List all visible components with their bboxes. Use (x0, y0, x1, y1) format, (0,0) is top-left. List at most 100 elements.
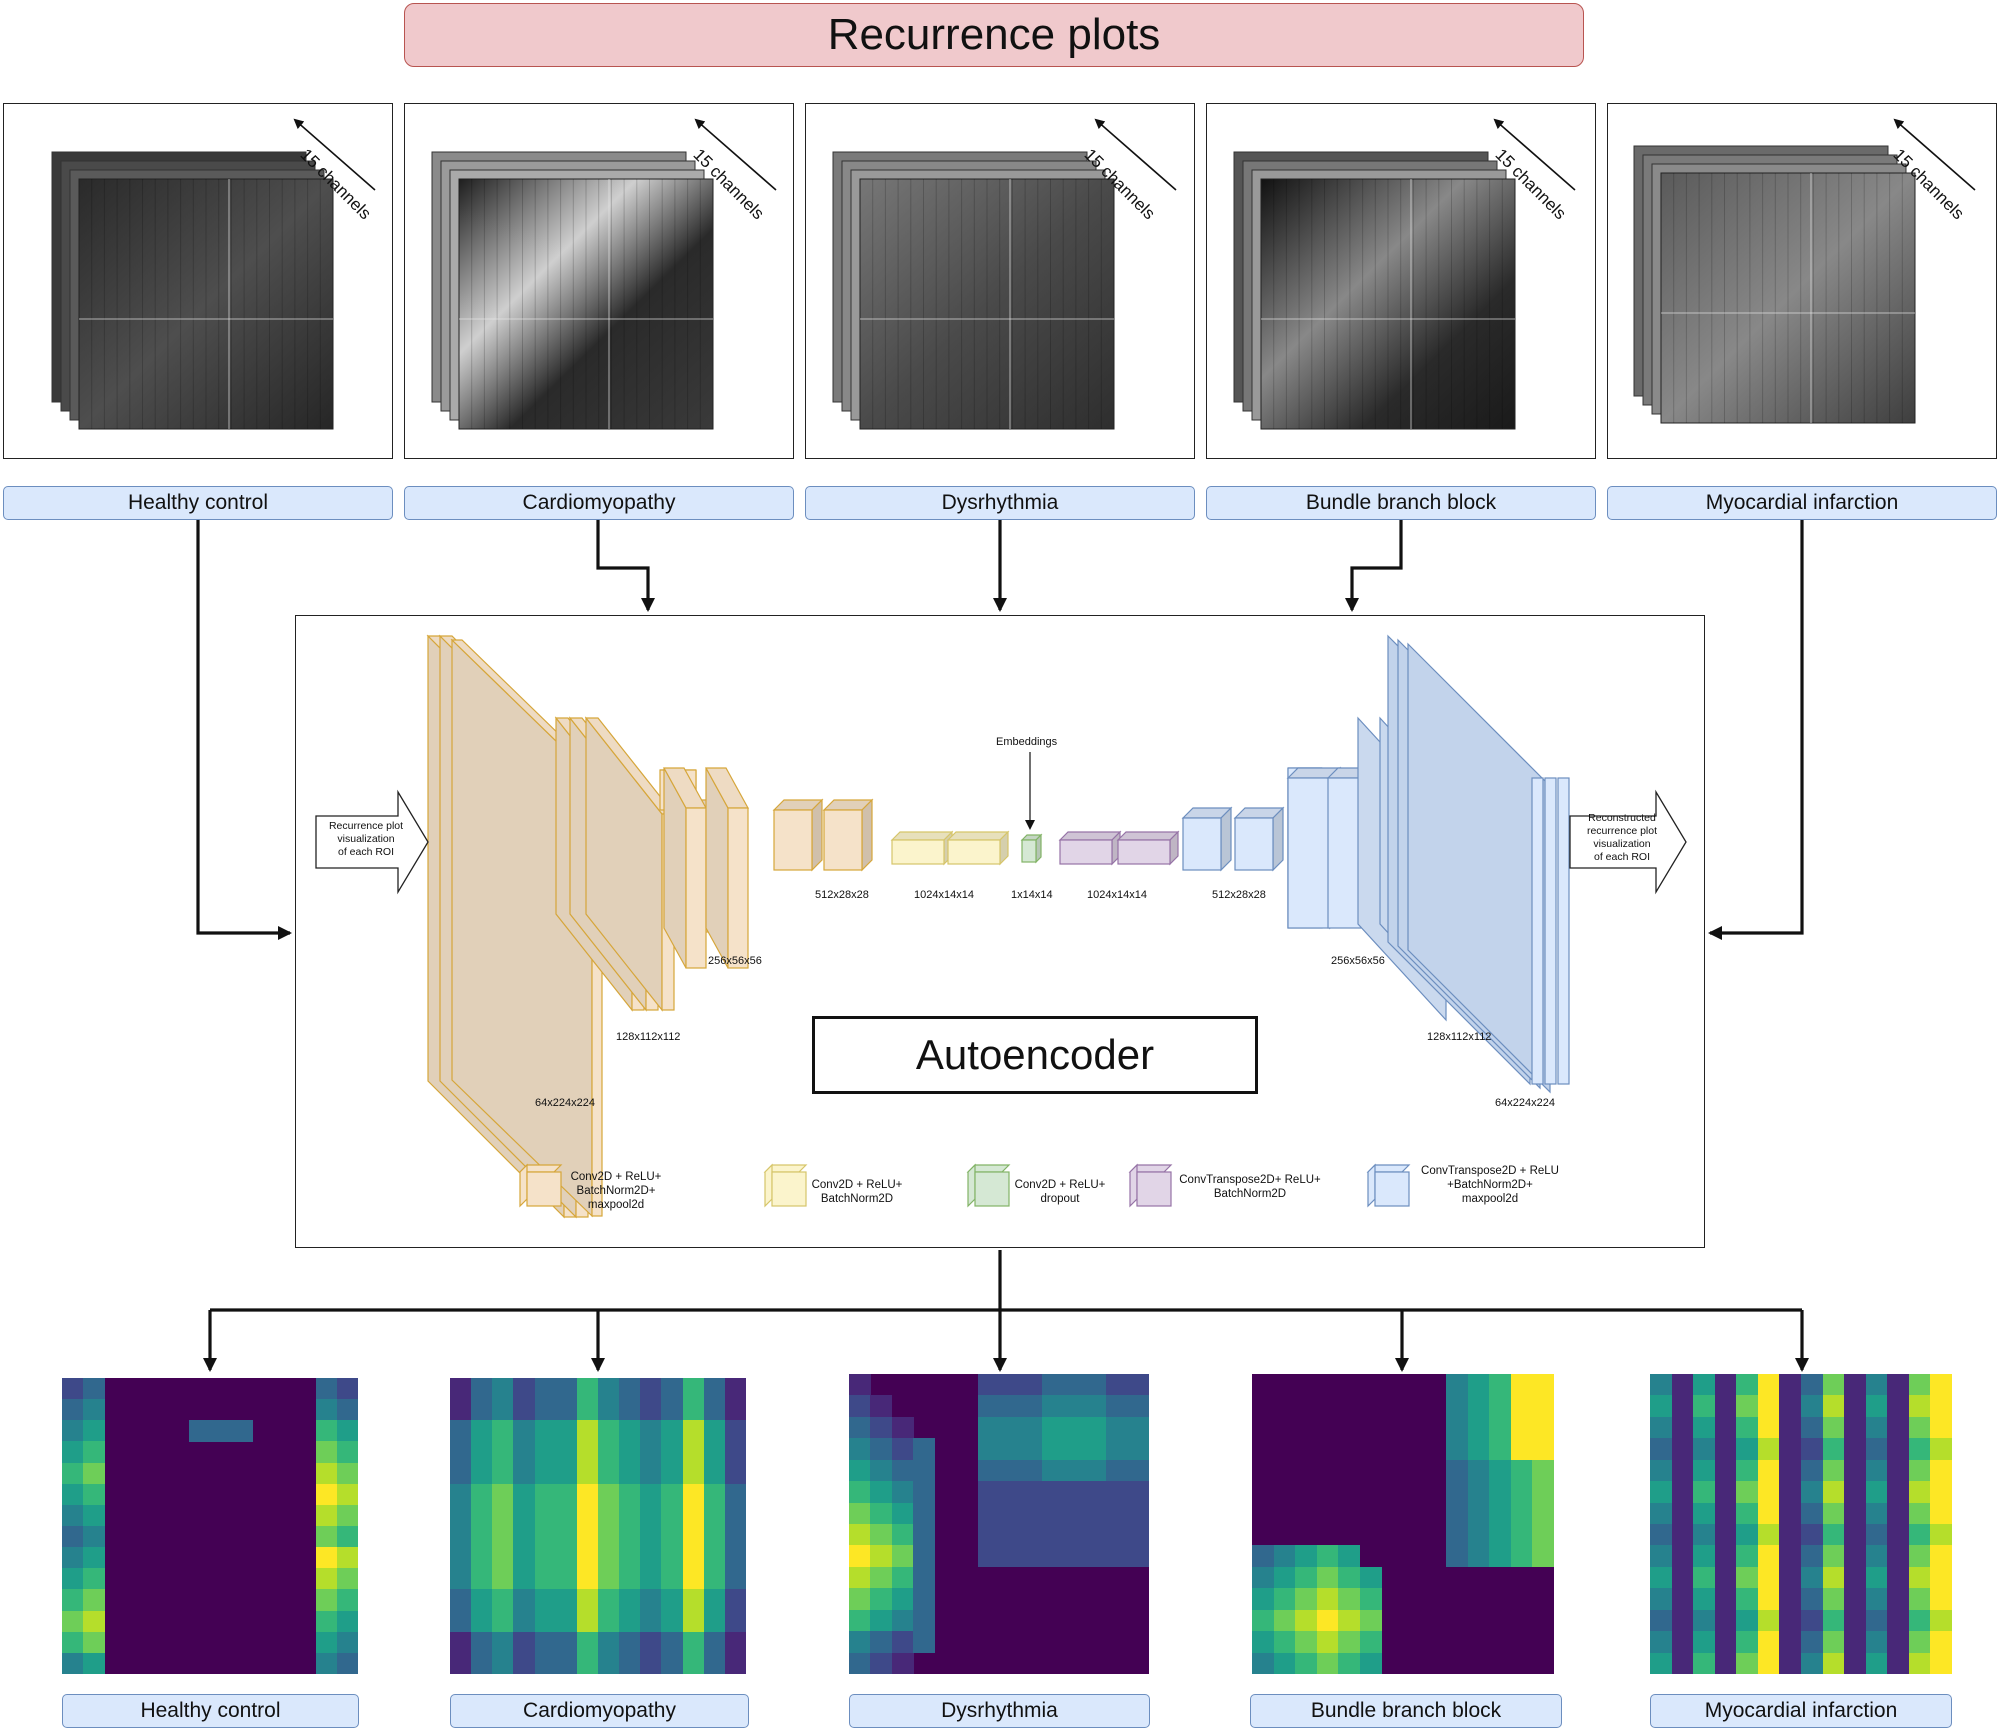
heatmap-cell (534, 1589, 557, 1612)
heatmap-cell (534, 1399, 557, 1421)
heatmap-cell (471, 1631, 493, 1654)
heatmap-cell (492, 1547, 515, 1569)
heatmap-cell (1041, 1416, 1064, 1439)
heatmap-cell (1295, 1588, 1318, 1611)
heatmap-cell (513, 1589, 536, 1612)
heatmap-cell (1908, 1438, 1931, 1461)
heatmap-cell (598, 1526, 620, 1548)
heatmap-cell (619, 1378, 641, 1400)
heatmap-cell (336, 1462, 358, 1485)
heatmap-cell (1650, 1631, 1673, 1654)
heatmap-cell (492, 1652, 515, 1674)
heatmap-cell (576, 1378, 599, 1400)
heatmap-cell (492, 1631, 515, 1654)
heatmap-cell (336, 1547, 358, 1569)
heatmap-cell (576, 1652, 599, 1674)
heatmap-cell (1779, 1545, 1802, 1568)
heatmap-cell (598, 1504, 620, 1527)
heatmap-cell (555, 1631, 578, 1654)
legend-icon-side (1129, 1163, 1138, 1208)
heatmap-cell (1822, 1438, 1845, 1461)
autoencoder-title: Autoencoder (812, 1016, 1258, 1094)
heatmap-cell (977, 1395, 1000, 1418)
heatmap-cell (1532, 1502, 1554, 1525)
heatmap-cell (1779, 1502, 1802, 1525)
heatmap-cell (977, 1459, 1000, 1482)
heatmap-cell (1865, 1545, 1888, 1568)
heatmap-cell (1693, 1459, 1716, 1482)
heatmap-cell (661, 1547, 684, 1569)
heatmap-cell (1757, 1631, 1780, 1654)
heatmap-cell (534, 1652, 557, 1674)
heatmap-cell (1467, 1481, 1490, 1504)
legend-line: Conv2D + ReLU+ (1014, 1179, 1106, 1191)
heatmap-cell (1338, 1631, 1361, 1654)
heatmap-cell (1779, 1631, 1802, 1654)
heatmap-cell (1671, 1502, 1694, 1525)
heatmap-cell (1779, 1524, 1802, 1547)
heatmap-cell (1650, 1459, 1673, 1482)
heatmap-cell (1532, 1374, 1554, 1397)
heatmap-cell (62, 1631, 84, 1654)
heatmap-cell (1779, 1652, 1802, 1674)
embedding-heatmap-dysrhythmia (849, 1374, 1149, 1674)
heatmap-cell (1084, 1524, 1107, 1547)
heatmap-cell (1084, 1545, 1107, 1568)
heatmap-cell (1650, 1374, 1673, 1397)
dec4-box-a-side (1220, 806, 1232, 872)
dec5-box-a-front (1059, 839, 1113, 865)
heatmap-cell (513, 1462, 536, 1485)
heatmap-cell (576, 1610, 599, 1633)
heatmap-cell (1736, 1631, 1759, 1654)
heatmap-cell (555, 1504, 578, 1527)
dec1-front-a (1531, 777, 1544, 1085)
rp-front-layer (1260, 178, 1516, 430)
heatmap-cell (849, 1524, 872, 1547)
heatmap-cell (1801, 1502, 1824, 1525)
heatmap-cell (1338, 1652, 1361, 1674)
heatmap-cell (1757, 1438, 1780, 1461)
heatmap-cell (619, 1483, 641, 1506)
heatmap-cell (1714, 1459, 1737, 1482)
heatmap-cell (1650, 1588, 1673, 1611)
heatmap-cell (62, 1378, 84, 1400)
heatmap-cell (870, 1524, 893, 1547)
top-label-dysrhythmia: Dysrhythmia (805, 486, 1195, 520)
heatmap-cell (1930, 1652, 1952, 1674)
output-block-arrow (1569, 789, 1687, 895)
heatmap-cell (1930, 1459, 1952, 1482)
heatmap-cell (1338, 1566, 1361, 1589)
heatmap-cell (1359, 1588, 1382, 1611)
heatmap-cell (1822, 1524, 1845, 1547)
heatmap-cell (1359, 1652, 1382, 1674)
heatmap-cell (1671, 1524, 1694, 1547)
heatmap-cell (1693, 1609, 1716, 1632)
heatmap-cell (1671, 1438, 1694, 1461)
embedding-heatmap-myocardial-infarction (1650, 1374, 1952, 1674)
heatmap-cell (1865, 1502, 1888, 1525)
heatmap-cell (913, 1566, 936, 1589)
heatmap-cell (598, 1547, 620, 1569)
heatmap-cell (1650, 1566, 1673, 1589)
heatmap-cell (1779, 1481, 1802, 1504)
heatmap-cell (1510, 1459, 1533, 1482)
heatmap-cell (1084, 1459, 1107, 1482)
heatmap-cell (724, 1547, 746, 1569)
heatmap-cell (1930, 1631, 1952, 1654)
heatmap-cell (1908, 1481, 1931, 1504)
dec4-box-b-side (1272, 806, 1284, 872)
bottom-label-text: Bundle branch block (1310, 1699, 1502, 1722)
heatmap-cell (703, 1504, 726, 1527)
heatmap-cell (62, 1504, 84, 1527)
input-block-arrow (315, 789, 429, 895)
heatmap-cell (849, 1374, 872, 1397)
legend-line: +BatchNorm2D+ (1447, 1179, 1533, 1191)
heatmap-cell (1822, 1545, 1845, 1568)
heatmap-cell (1822, 1395, 1845, 1418)
heatmap-cell (555, 1610, 578, 1633)
heatmap-cell (619, 1610, 641, 1633)
heatmap-cell (598, 1483, 620, 1506)
heatmap-cell (1736, 1652, 1759, 1674)
heatmap-cell (336, 1652, 358, 1674)
channel-arrow (1094, 118, 1177, 191)
